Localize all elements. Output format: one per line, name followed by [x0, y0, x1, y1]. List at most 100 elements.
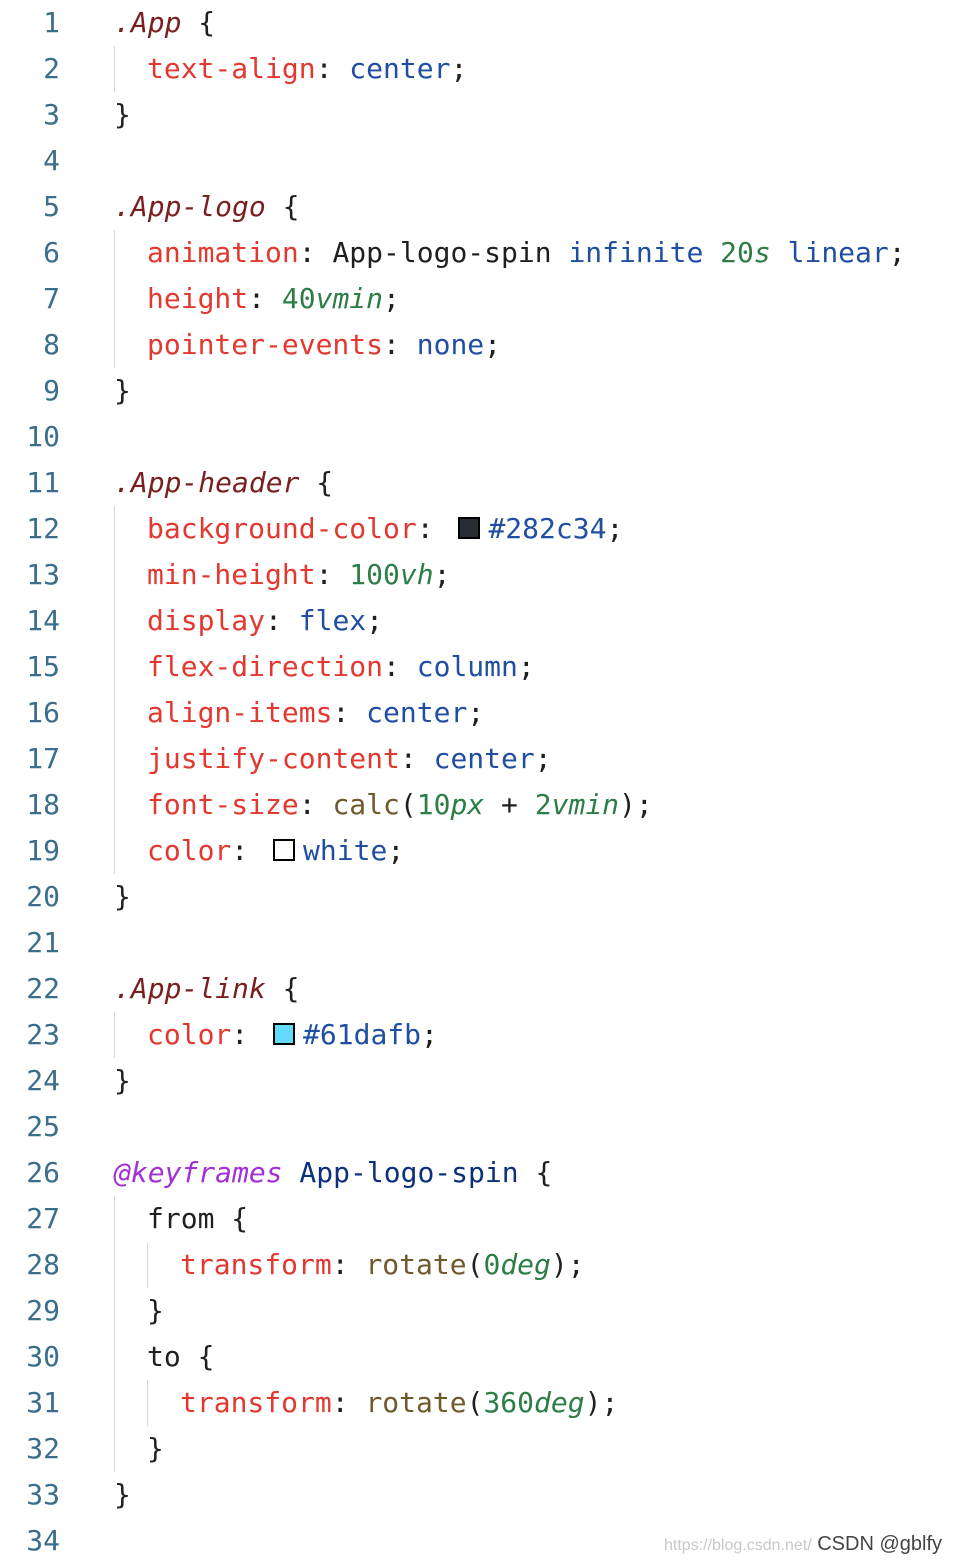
line-number: 24 — [26, 1064, 60, 1097]
code-text: .App-header { — [114, 460, 333, 506]
selector-token: .App — [114, 6, 182, 39]
indent-guide — [114, 736, 115, 782]
indent-guide — [147, 1380, 148, 1426]
code-text: } — [147, 1288, 164, 1334]
line-number: 25 — [26, 1110, 60, 1143]
line-number: 2 — [43, 52, 60, 85]
selector-token: .App-link — [114, 972, 266, 1005]
code-line[interactable]: 29} — [0, 1288, 954, 1334]
code-text: } — [114, 92, 131, 138]
punctuation-token: { — [181, 6, 216, 39]
punctuation-token: : — [231, 1018, 266, 1051]
property-token: pointer-events — [147, 328, 384, 361]
punctuation-token: : — [315, 558, 350, 591]
punctuation-token: + — [484, 788, 535, 821]
punctuation-token: ; — [467, 696, 485, 729]
code-line[interactable]: 1 .App { — [0, 0, 954, 46]
value-token: center — [366, 696, 468, 729]
punctuation-token: : — [331, 1386, 366, 1419]
indent-guide — [114, 828, 115, 874]
punctuation-token: : — [383, 650, 417, 683]
punctuation-token: : — [383, 328, 417, 361]
code-line[interactable]: 22.App-link { — [0, 966, 954, 1012]
code-line[interactable]: 26@keyframes App-logo-spin { — [0, 1150, 954, 1196]
unit-token: deg — [500, 1248, 551, 1281]
code-line[interactable]: 2 text-align: center; — [0, 46, 954, 92]
line-number: 11 — [26, 466, 60, 499]
color-swatch-icon[interactable] — [273, 839, 296, 861]
code-text: flex-direction: column; — [147, 644, 535, 690]
code-line[interactable]: 4 — [0, 138, 954, 184]
punctuation-token: : — [315, 52, 350, 85]
unit-token: px — [450, 788, 485, 821]
code-line[interactable]: 11 .App-header { — [0, 460, 954, 506]
line-number: 6 — [43, 236, 60, 269]
value-token: none — [416, 328, 485, 361]
code-text: text-align: center; — [147, 46, 467, 92]
punctuation-token: } — [114, 374, 131, 407]
color-swatch-icon[interactable] — [458, 517, 481, 539]
line-number: 16 — [26, 696, 60, 729]
line-number: 13 — [26, 558, 60, 591]
indent-guide — [147, 1242, 148, 1288]
line-number: 23 — [26, 1018, 60, 1051]
property-token: justify-content — [147, 742, 400, 775]
plain-token: App-logo-spin — [332, 236, 569, 269]
code-line[interactable]: 20} — [0, 874, 954, 920]
code-line[interactable]: 3} — [0, 92, 954, 138]
code-line[interactable]: 25 — [0, 1104, 954, 1150]
code-line[interactable]: 10 — [0, 414, 954, 460]
code-text: } — [114, 368, 131, 414]
code-text: pointer-events: none; — [147, 322, 501, 368]
punctuation-token: ; — [534, 742, 552, 775]
code-line[interactable]: 9} — [0, 368, 954, 414]
code-text: justify-content: center; — [147, 736, 552, 782]
property-token: height — [147, 282, 249, 315]
code-line[interactable]: 32} — [0, 1426, 954, 1472]
watermark-url: https://blog.csdn.net/ — [664, 1537, 812, 1554]
code-line[interactable]: 34 — [0, 1518, 954, 1564]
indent-guide — [114, 1288, 115, 1334]
indent-guide — [114, 1196, 115, 1242]
line-number: 21 — [26, 926, 60, 959]
indent-guide — [114, 506, 115, 552]
punctuation-token: { — [265, 190, 300, 223]
punctuation-token: } — [114, 880, 131, 913]
indent-guide — [114, 690, 115, 736]
code-text: to { — [147, 1334, 214, 1380]
punctuation-token: ); — [584, 1386, 619, 1419]
code-text: transform: rotate(0deg); — [180, 1242, 585, 1288]
line-number: 1 — [43, 6, 60, 39]
code-line[interactable]: 24} — [0, 1058, 954, 1104]
code-line[interactable]: 21 — [0, 920, 954, 966]
punctuation-token: ); — [619, 788, 653, 821]
value-token: column — [416, 650, 518, 683]
line-number: 3 — [43, 98, 60, 131]
punctuation-token: : — [231, 834, 266, 867]
property-token: display — [147, 604, 266, 637]
code-line[interactable]: 33} — [0, 1472, 954, 1518]
punctuation-token: } — [147, 1294, 164, 1327]
punctuation-token: } — [114, 98, 131, 131]
line-number: 5 — [43, 190, 60, 223]
code-line[interactable]: 5.App-logo { — [0, 184, 954, 230]
property-token: flex-direction — [147, 650, 384, 683]
color-swatch-icon[interactable] — [273, 1023, 296, 1045]
